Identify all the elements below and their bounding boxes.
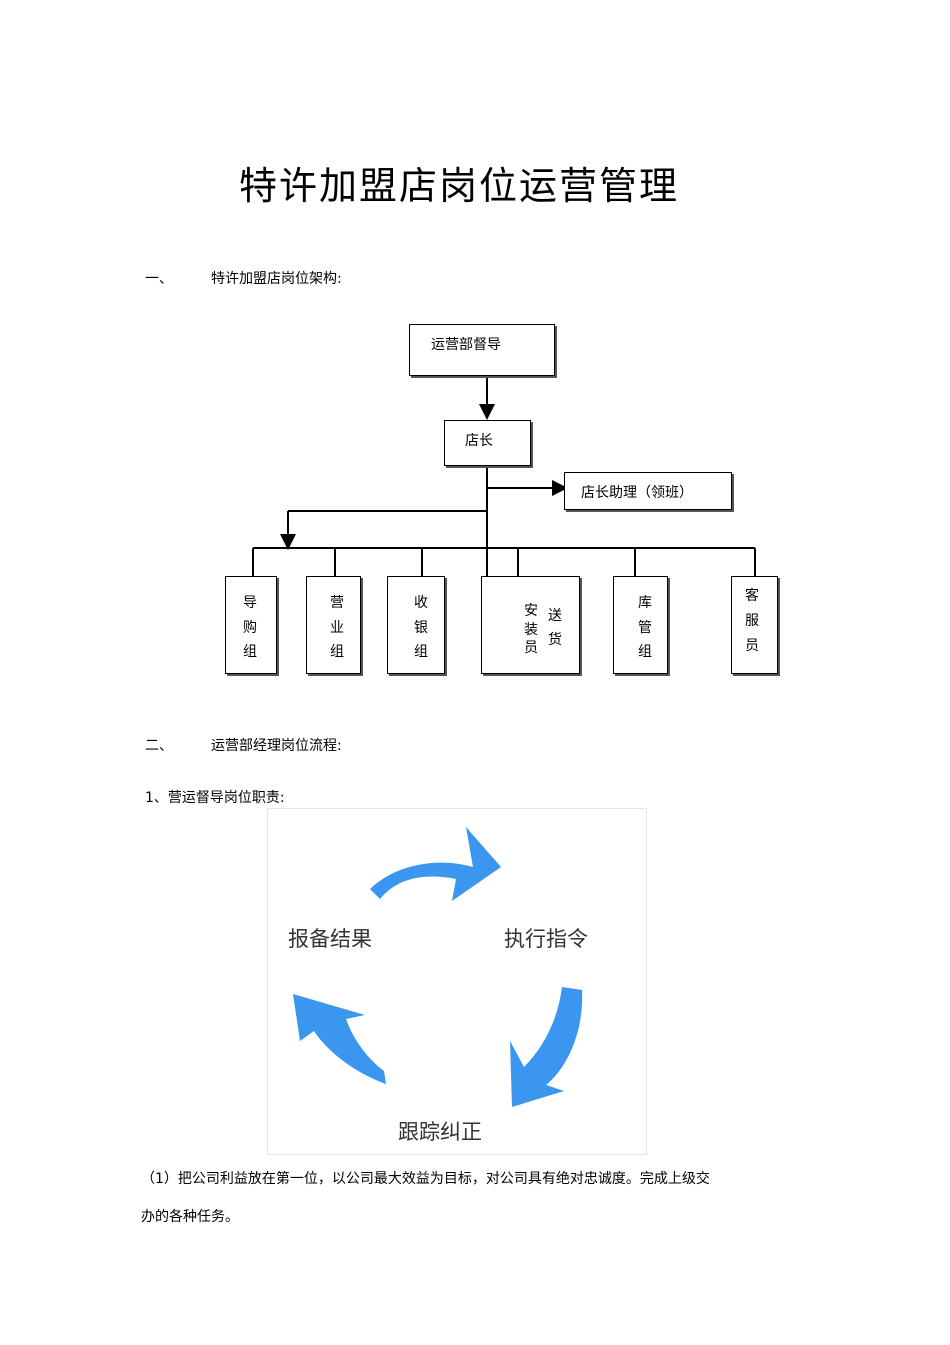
org-box-kuguan: 库 管 组 (613, 576, 668, 674)
cycle-arrows (293, 827, 583, 1107)
org-box-daogou: 导 购 组 (225, 576, 277, 674)
paragraph-line: 办的各种任务。 (141, 1209, 239, 1225)
org-char: 收 (414, 595, 428, 611)
cycle-label-track: 跟踪纠正 (398, 1120, 482, 1144)
org-box-assistant: 店长助理（领班） (564, 472, 732, 510)
org-char: 装 (524, 622, 538, 638)
section-number: 二、 (145, 738, 173, 754)
org-char: 组 (414, 644, 428, 660)
org-char: 客 (745, 588, 759, 604)
org-char: 组 (638, 644, 652, 660)
cycle-arrow-right (510, 987, 583, 1107)
org-char: 库 (638, 595, 652, 611)
org-char: 组 (243, 644, 257, 660)
org-char: 员 (524, 640, 538, 656)
org-char: 导 (243, 595, 257, 611)
org-char: 业 (330, 620, 344, 636)
org-char: 服 (745, 613, 759, 629)
section-heading: 运营部经理岗位流程: (211, 738, 342, 754)
section-number: 一、 (145, 271, 173, 287)
org-box-yingye: 营 业 组 (306, 576, 361, 674)
subsection-heading: 1、营运督导岗位职责: (145, 790, 285, 806)
org-char: 营 (330, 595, 344, 611)
org-label-assistant: 店长助理（领班） (581, 485, 693, 501)
cycle-arrow-top (370, 827, 501, 901)
org-char: 管 (638, 620, 652, 636)
page-title: 特许加盟店岗位运营管理 (238, 164, 679, 208)
cycle-arrow-left (293, 994, 386, 1084)
org-char: 组 (330, 644, 344, 660)
org-chart-connectors (252, 376, 756, 576)
cycle-diagram: 报备结果 执行指令 跟踪纠正 (267, 808, 647, 1155)
org-char: 安 (524, 603, 538, 619)
org-box-supervisor: 运营部督导 (409, 324, 555, 376)
org-char: 银 (414, 620, 428, 636)
org-char: 购 (243, 620, 257, 636)
org-char: 员 (745, 638, 759, 654)
org-char: 货 (548, 632, 562, 648)
cycle-label-report: 报备结果 (288, 927, 372, 951)
cycle-label-execute: 执行指令 (504, 927, 588, 951)
org-box-delivery: 安 装 员 送 货 (481, 576, 580, 674)
org-box-shouyin: 收 银 组 (387, 576, 445, 674)
org-label-supervisor: 运营部督导 (431, 337, 501, 353)
org-char: 送 (548, 608, 562, 624)
org-box-kefu: 客 服 员 (731, 576, 778, 674)
org-label-manager: 店长 (465, 433, 493, 449)
paragraph-line: （1）把公司利益放在第一位，以公司最大效益为目标，对公司具有绝对忠诚度。完成上级… (141, 1171, 710, 1187)
section-heading: 特许加盟店岗位架构: (211, 271, 342, 287)
org-box-manager: 店长 (444, 420, 531, 466)
